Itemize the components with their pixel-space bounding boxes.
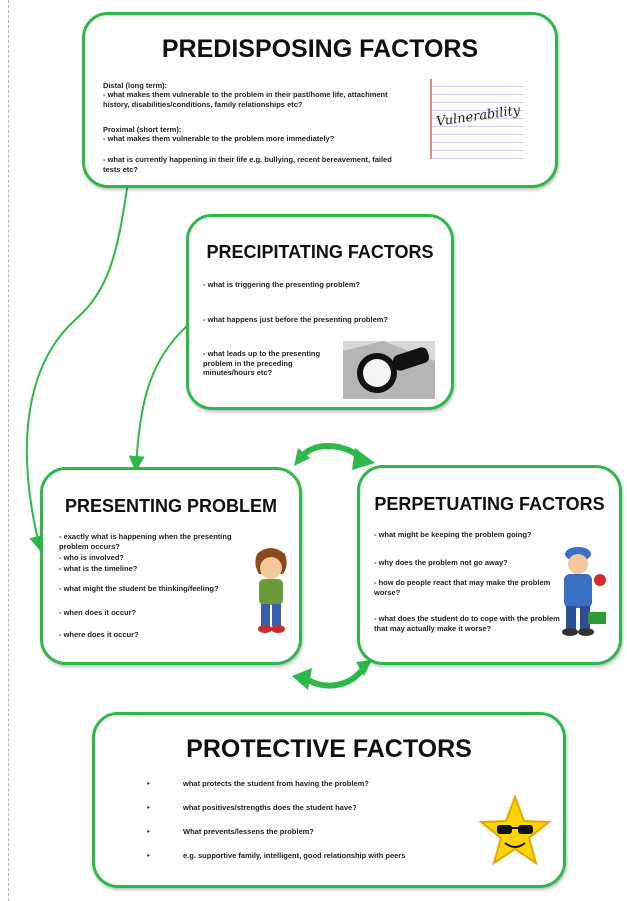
thinking-boy-cartoon [255, 548, 287, 633]
protective-title: PROTECTIVE FACTORS [186, 735, 472, 763]
presenting-item-2: - who is involved? [59, 553, 125, 562]
vulnerability-notepaper-image: Vulnerability [430, 79, 524, 159]
distal-heading: Distal (long term): [103, 81, 168, 90]
cycle-arrow-top [299, 442, 364, 461]
plumber-cartoon [562, 547, 606, 636]
protective-item-2: what positives/strengths does the studen… [183, 803, 357, 812]
cycle-arrow-bottom [303, 667, 365, 689]
page-margin-rule [8, 0, 9, 901]
predisposing-to-presenting-arrow [25, 181, 129, 552]
proximal-body: - what makes them vulnerable to the prob… [103, 134, 335, 143]
protective-bullet-3: • [147, 827, 150, 836]
vulnerability-word: Vulnerability [435, 103, 522, 130]
presenting-item-5: - when does it occur? [59, 608, 137, 617]
presenting-item-6: - where does it occur? [59, 630, 139, 639]
protective-item-1: what protects the student from having th… [183, 779, 369, 788]
protective-bullet-4: • [147, 851, 150, 860]
presenting-title: PRESENTING PROBLEM [64, 496, 278, 516]
precipitating-to-presenting-arrow [128, 324, 189, 472]
cycle-arrow-top-tail [294, 448, 310, 466]
perpetuating-item-4: - what does the student do to cope with … [374, 614, 560, 633]
precipitating-factors-box: PRECIPITATING FACTORS - what is triggeri… [186, 214, 454, 410]
presenting-item-4: - what might the student be thinking/fee… [59, 584, 219, 593]
perpetuating-item-1: - what might be keeping the problem goin… [374, 530, 532, 539]
protective-bullet-1: • [147, 779, 150, 788]
perpetuating-item-2: - why does the problem not go away? [374, 558, 508, 567]
proximal-heading: Proximal (short term): [103, 125, 182, 134]
protective-bullet-2: • [147, 803, 150, 812]
predisposing-factors-box: PREDISPOSING FACTORS Distal (long term):… [82, 12, 558, 188]
predisposing-title: PREDISPOSING FACTORS [161, 35, 479, 63]
current-events: - what is currently happening in their l… [103, 155, 392, 174]
presenting-item-1: - exactly what is happening when the pre… [59, 532, 232, 551]
presenting-problem-box: PRESENTING PROBLEM - exactly what is hap… [40, 467, 302, 665]
protective-item-4: e.g. supportive family, intelligent, goo… [183, 851, 406, 860]
magnifying-glass-image [343, 341, 435, 399]
protective-item-3: What prevents/lessens the problem? [183, 827, 314, 836]
precipitating-item-2: - what happens just before the presentin… [203, 315, 389, 324]
star-sunglasses-icon [479, 795, 551, 866]
presenting-item-3: - what is the timeline? [59, 564, 138, 573]
cycle-arrow-top-head [352, 448, 375, 470]
cycle-arrow-bottom-tail [356, 660, 372, 676]
precipitating-item-1: - what is triggering the presenting prob… [203, 280, 361, 289]
distal-body: - what makes them vulnerable to the prob… [103, 90, 388, 109]
precipitating-title: PRECIPITATING FACTORS [206, 242, 434, 262]
perpetuating-factors-box: PERPETUATING FACTORS - what might be kee… [357, 465, 622, 665]
cycle-arrow-bottom-head [292, 668, 312, 690]
protective-factors-box: PROTECTIVE FACTORS • what protects the s… [92, 712, 566, 888]
perpetuating-item-3: - how do people react that may make the … [374, 578, 551, 597]
perpetuating-title: PERPETUATING FACTORS [374, 494, 605, 514]
precipitating-item-3: - what leads up to the presenting proble… [203, 349, 321, 377]
